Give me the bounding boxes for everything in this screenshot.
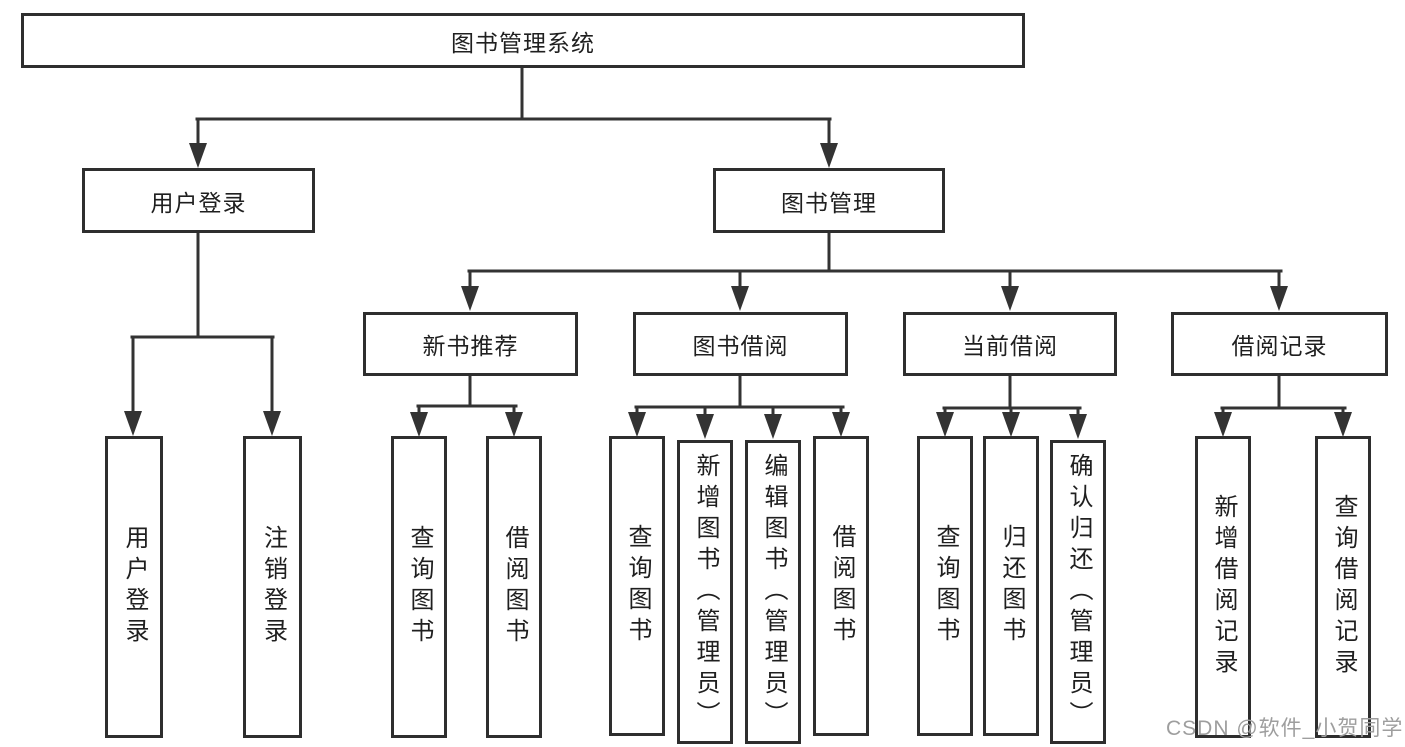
node-borrowing-records: 借阅记录 [1171, 312, 1388, 376]
arrowheads [124, 143, 1352, 439]
leaf-query-borrow-record: 查询借阅记录 [1315, 436, 1371, 738]
leaf-return-books: 归还图书 [983, 436, 1039, 736]
leaf-query-books-recommend: 查询图书 [391, 436, 447, 738]
leaf-label: 查询图书 [932, 524, 959, 648]
leaf-user-login: 用户登录 [105, 436, 163, 738]
leaf-confirm-return-admin: 确认归还（管理员） [1050, 440, 1106, 744]
leaf-add-books-admin: 新增图书（管理员） [677, 440, 733, 744]
leaf-label: 借阅图书 [501, 525, 528, 649]
leaf-label: 查询图书 [624, 524, 651, 648]
node-label: 图书借阅 [692, 333, 789, 359]
node-new-book-recommendation: 新书推荐 [363, 312, 578, 376]
leaf-borrow-books-recommend: 借阅图书 [486, 436, 542, 738]
leaf-label: 新增借阅记录 [1210, 494, 1237, 680]
node-book-borrowing: 图书借阅 [633, 312, 848, 376]
leaf-label: 注销登录 [259, 525, 287, 649]
leaf-logout: 注销登录 [243, 436, 302, 738]
leaf-query-books-borrowing: 查询图书 [609, 436, 665, 736]
node-library-management-system: 图书管理系统 [21, 13, 1025, 68]
leaf-label: 编辑图书（管理员） [760, 452, 787, 732]
node-label: 当前借阅 [962, 333, 1058, 359]
leaf-add-borrow-record: 新增借阅记录 [1195, 436, 1251, 738]
node-label: 图书管理 [781, 189, 877, 216]
leaf-label: 借阅图书 [828, 524, 855, 648]
leaf-label: 确认归还（管理员） [1065, 452, 1092, 732]
leaf-edit-books-admin: 编辑图书（管理员） [745, 440, 801, 744]
node-label: 用户登录 [150, 189, 247, 216]
node-label: 新书推荐 [422, 333, 519, 359]
leaf-label: 用户登录 [121, 525, 148, 649]
node-current-borrowing: 当前借阅 [903, 312, 1117, 376]
leaf-label: 归还图书 [998, 524, 1025, 648]
csdn-watermark: CSDN @软件_小贺同学 [1166, 717, 1404, 740]
node-label: 图书管理系统 [451, 29, 595, 56]
node-label: 借阅记录 [1231, 333, 1328, 359]
leaf-label: 查询图书 [406, 525, 433, 649]
node-book-management: 图书管理 [713, 168, 945, 233]
leaf-query-books-current: 查询图书 [917, 436, 973, 736]
leaf-borrow-books-borrowing: 借阅图书 [813, 436, 869, 736]
node-user-login: 用户登录 [82, 168, 315, 233]
leaf-label: 查询借阅记录 [1330, 494, 1357, 680]
leaf-label: 新增图书（管理员） [692, 452, 719, 732]
